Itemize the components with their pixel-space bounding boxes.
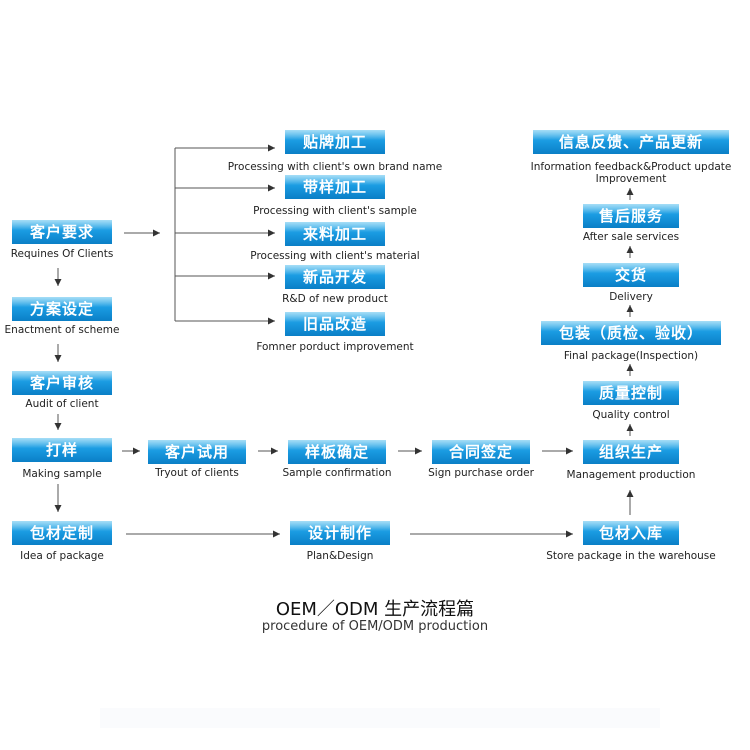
node-box: 新品开发	[285, 265, 385, 289]
node-caption: Final package(Inspection)	[563, 350, 699, 362]
node-box: 包材定制	[12, 521, 112, 545]
node-caption: Processing with client's own brand name	[227, 161, 443, 173]
node-caption: Sample confirmation	[282, 467, 392, 479]
node-caption: Management production	[566, 469, 696, 481]
node-caption: R&D of new product	[282, 293, 388, 305]
node-caption: After sale services	[582, 231, 680, 243]
node-box: 组织生产	[583, 440, 679, 464]
node-box: 来料加工	[285, 222, 385, 246]
node-box: 方案设定	[12, 297, 112, 321]
node-caption: Tryout of clients	[155, 467, 239, 479]
node-caption: Store package in the warehouse	[546, 550, 716, 562]
node-caption-line2: Improvement	[595, 173, 667, 185]
node-box: 旧品改造	[285, 312, 385, 336]
node-box: 贴牌加工	[285, 130, 385, 154]
node-caption: Making sample	[22, 468, 102, 480]
diagram-title: OEM／ODM 生产流程篇	[275, 599, 475, 620]
node-box: 合同签定	[432, 440, 530, 464]
node-box: 客户要求	[12, 220, 112, 244]
node-box: 打样	[12, 438, 112, 462]
node-box: 包装（质检、验收）	[541, 321, 721, 345]
node-caption: Requines Of Clients	[10, 248, 114, 260]
diagram-subtitle: procedure of OEM/ODM production	[261, 619, 489, 634]
faint-watermark	[100, 708, 660, 728]
node-caption: Quality control	[592, 409, 670, 421]
node-caption: Information feedback&Product update	[530, 161, 732, 173]
node-caption: Processing with client's material	[250, 250, 420, 262]
node-caption: Sign purchase order	[428, 467, 534, 479]
node-caption: Enactment of scheme	[4, 324, 120, 336]
node-caption: Plan&Design	[306, 550, 374, 562]
node-caption: Delivery	[609, 291, 653, 303]
node-box: 样板确定	[288, 440, 386, 464]
node-caption: Processing with client's sample	[253, 205, 417, 217]
node-box: 带样加工	[285, 175, 385, 199]
node-caption: Idea of package	[20, 550, 104, 562]
node-box: 质量控制	[583, 381, 679, 405]
node-caption: Fomner porduct improvement	[256, 341, 414, 353]
node-box: 交货	[583, 263, 679, 287]
node-caption: Audit of client	[25, 398, 99, 410]
node-box: 信息反馈、产品更新	[533, 130, 729, 154]
node-box: 包材入库	[583, 521, 679, 545]
node-box: 售后服务	[583, 204, 679, 228]
node-box: 客户试用	[148, 440, 246, 464]
node-box: 设计制作	[290, 521, 390, 545]
node-box: 客户审核	[12, 371, 112, 395]
